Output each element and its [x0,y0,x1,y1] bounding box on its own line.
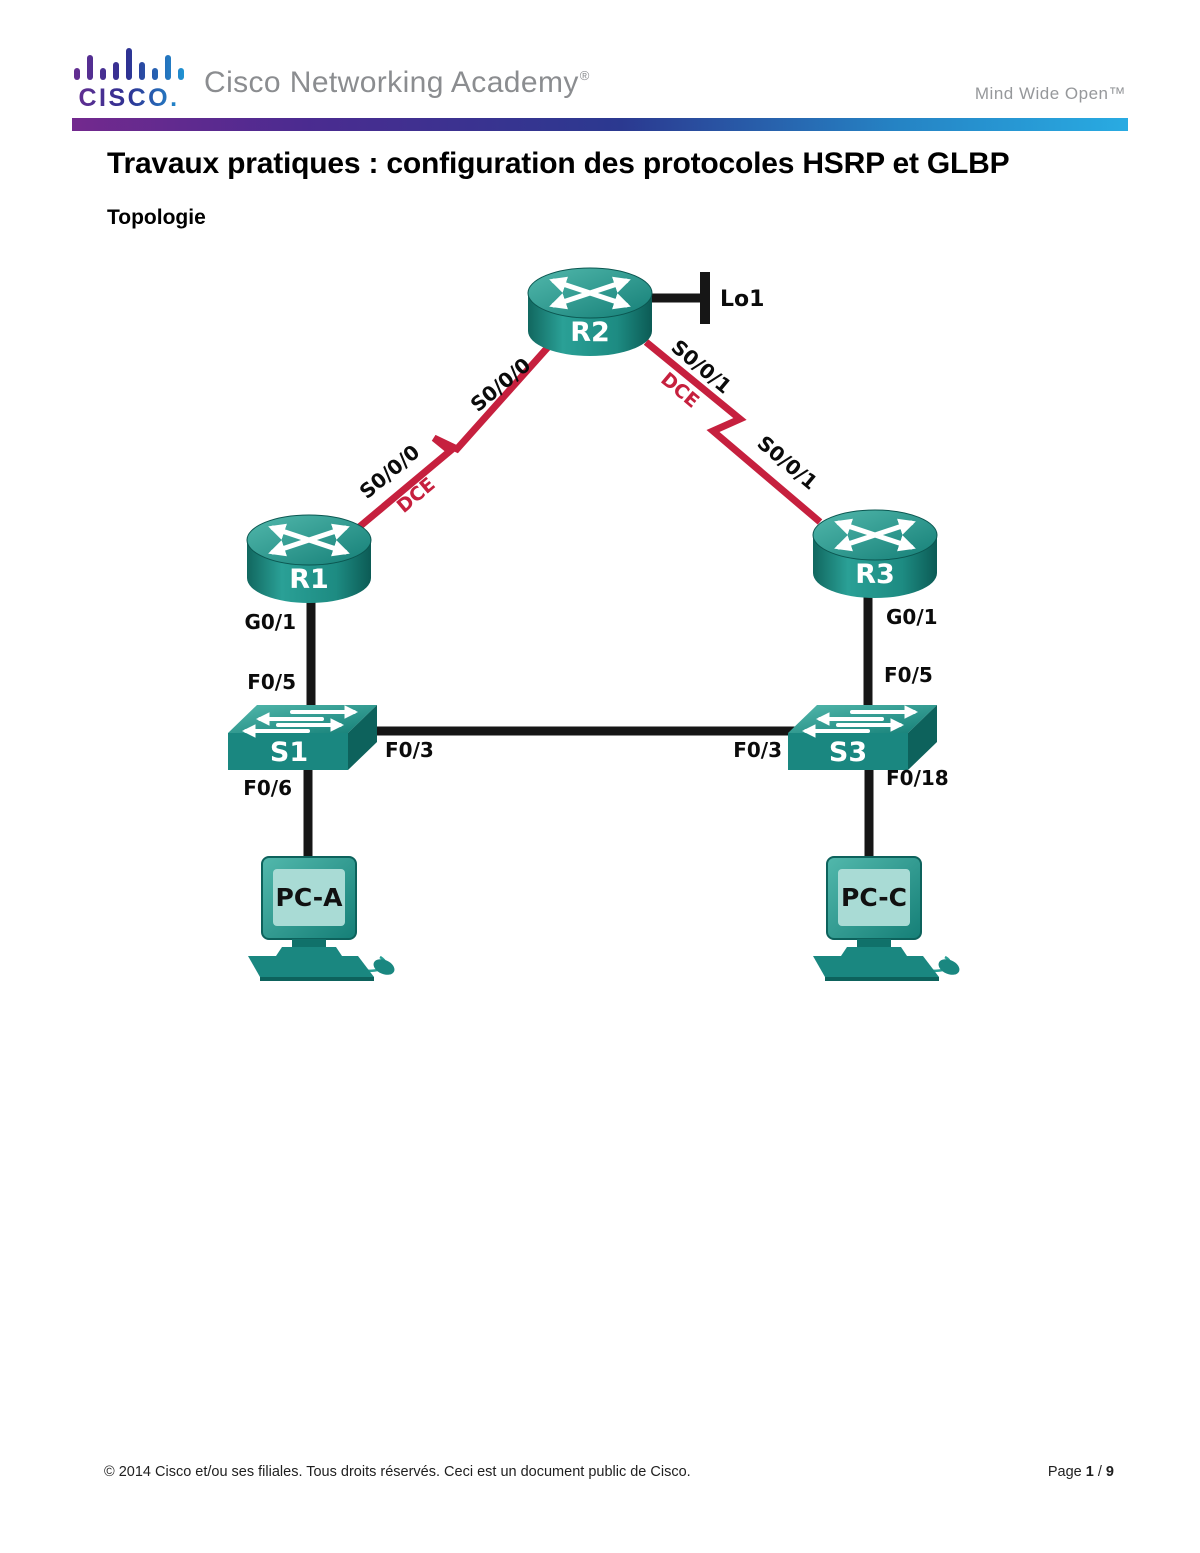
cisco-logo-bars-icon [74,48,184,80]
switch-s1-label: S1 [270,737,308,768]
label-s3-f05: F0/5 [884,663,933,687]
footer-page-total: 9 [1105,1464,1114,1480]
cisco-logo: CISCO. [74,48,184,112]
switch-s3-label: S3 [829,737,867,768]
ethernet-links [303,593,874,875]
pc-a [246,855,399,983]
footer-page-current: 1 [1085,1464,1094,1480]
label-r1-g01: G0/1 [244,610,296,634]
label-r2r3-s001-r3-end: S0/0/1 [753,431,823,495]
registered-mark: ® [579,68,590,83]
footer-copyright: © 2014 Cisco et/ou ses filiales. Tous dr… [104,1464,691,1480]
topology-diagram: R2 R1 R3 S1 S3 PC-A PC-C Lo1 S0/0/0 S0/0… [0,0,964,983]
router-r2-label: R2 [570,317,610,348]
label-loopback-lo1: Lo1 [720,287,764,312]
page-title: Travaux pratiques : configuration des pr… [107,147,1010,180]
link-r2-r3-serial [643,339,823,525]
router-r1-label: R1 [289,564,329,595]
label-s1-f06: F0/6 [243,776,292,800]
link-r1-r2-serial [355,343,552,531]
label-r3-g01: G0/1 [886,605,938,629]
header-gradient-bar [72,118,1128,131]
tagline-label: Mind Wide Open [974,84,1109,103]
loopback-connector [650,272,710,324]
label-r1r2-dce: DCE [393,473,440,517]
footer-page-number: Page 1 / 9 [1048,1464,1114,1480]
footer-page-label: Page [1047,1464,1082,1480]
footer-page-separator: / [1097,1464,1102,1480]
label-s3-f018: F0/18 [886,766,949,790]
brand-label: Cisco Networking Academy [204,66,579,99]
trademark-mark: ™ [1108,84,1126,103]
label-r1r2-s000-r2-end: S0/0/0 [466,353,536,417]
pc-a-label: PC-A [276,883,344,912]
page-footer: © 2014 Cisco et/ou ses filiales. Tous dr… [104,1464,1114,1480]
label-s3-f03: F0/3 [733,738,782,762]
pc-c [811,855,964,983]
label-s1-f05: F0/5 [247,670,296,694]
router-r3-label: R3 [855,559,895,590]
brand-text: Cisco Networking Academy® [204,66,590,100]
pc-c-label: PC-C [841,883,907,912]
section-heading-topology: Topologie [107,206,206,229]
tagline-text: Mind Wide Open™ [975,84,1126,104]
cisco-wordmark: CISCO. [78,84,179,112]
label-s1-f03: F0/3 [385,738,434,762]
